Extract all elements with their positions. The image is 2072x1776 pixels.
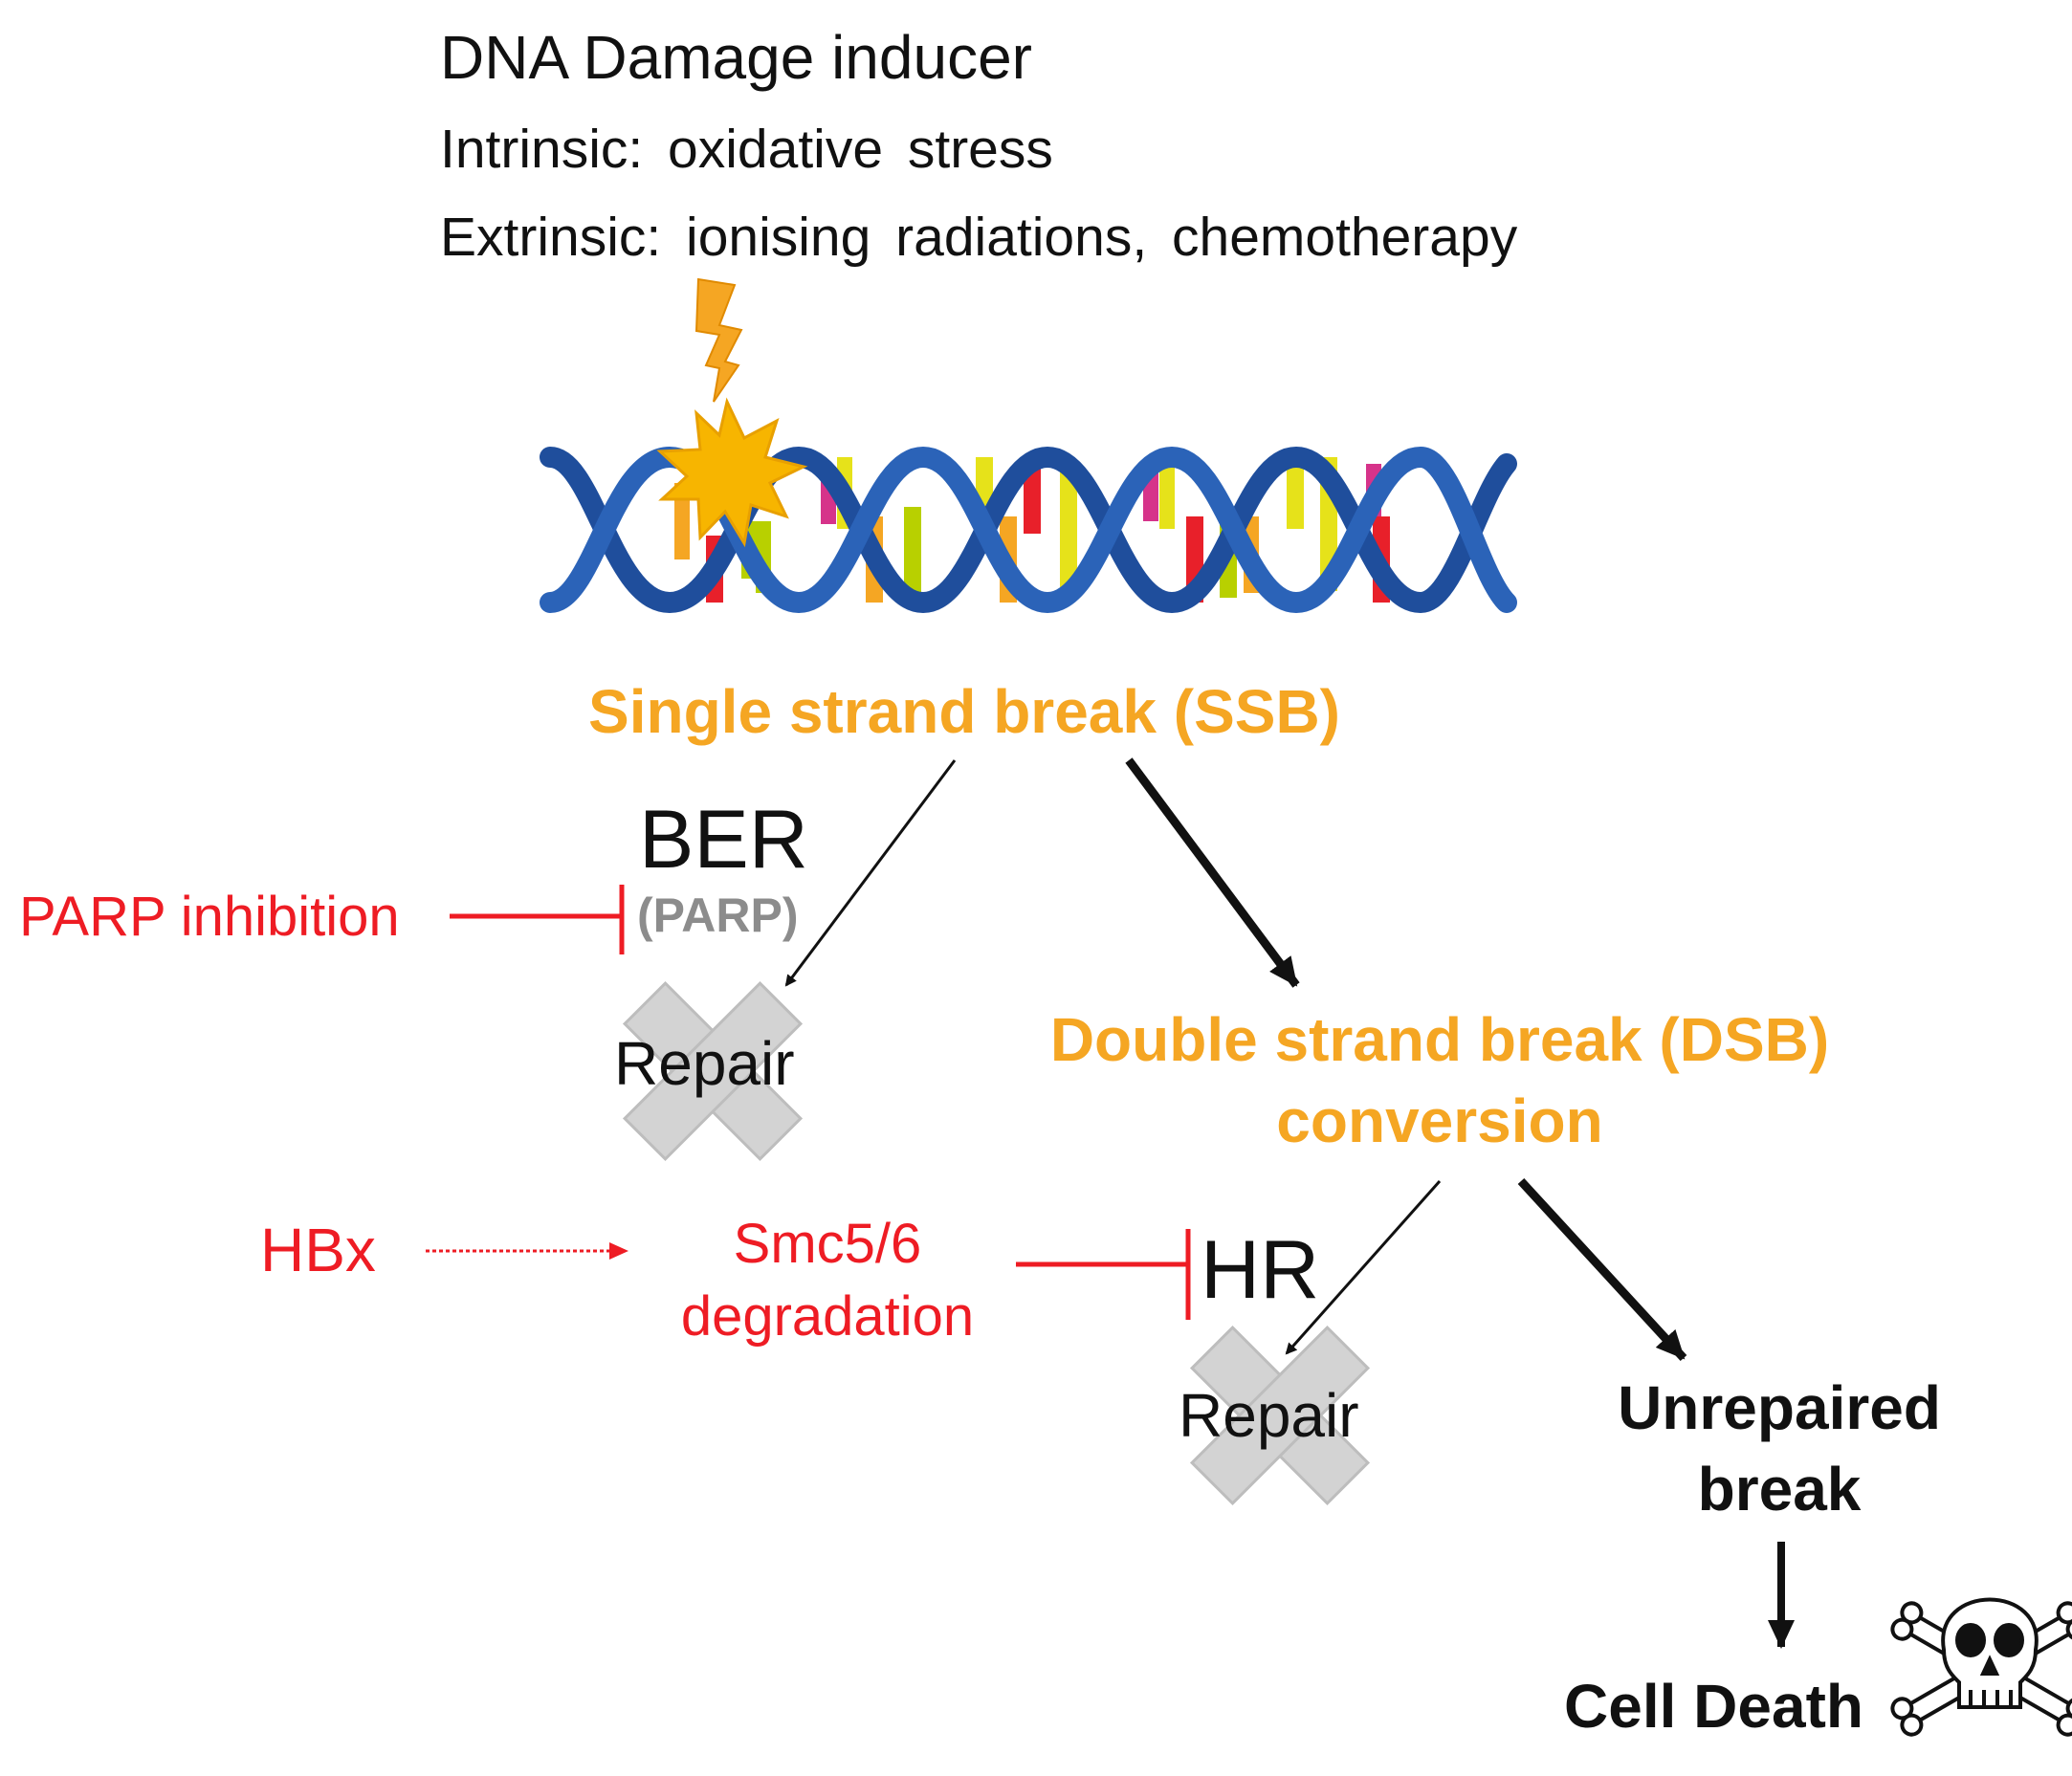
damage-inducer-title: DNA Damage inducer: [440, 23, 1032, 92]
hr-label: HR: [1201, 1224, 1320, 1316]
arrow-dsb-to-repair: [1285, 1180, 1442, 1355]
repair-ber-label: Repair: [614, 1029, 795, 1098]
intrinsic-label: Intrinsic: oxidative stress: [440, 119, 1053, 180]
extrinsic-label: Extrinsic: ionising radiations, chemothe…: [440, 207, 1518, 268]
parp-inhibition-bar: [450, 885, 625, 954]
dsb-label-line1: Double strand break (DSB): [1049, 1005, 1830, 1074]
hbx-label: HBx: [260, 1216, 376, 1284]
arrow-ssb-to-dsb: [1125, 757, 1300, 988]
skull-crossbones-icon: [1890, 1597, 2072, 1737]
dsb-label-line2: conversion: [1276, 1086, 1603, 1155]
arrow-dsb-to-unrepaired: [1517, 1177, 1687, 1362]
unrepaired-label-line2: break: [1697, 1455, 1862, 1524]
ber-label: BER: [639, 794, 808, 886]
ssb-label: Single strand break (SSB): [588, 677, 1340, 746]
repair-hr-label: Repair: [1179, 1381, 1359, 1450]
smc-label-line1: Smc5/6: [733, 1213, 922, 1275]
unrepaired-label-line1: Unrepaired: [1618, 1373, 1941, 1442]
parp-label: (PARP): [637, 888, 799, 942]
dna-helix-icon: [540, 446, 1517, 614]
hr-inhibition-bar: [1016, 1229, 1191, 1320]
lightning-icon: [694, 277, 743, 403]
cross-icon-ber: [622, 980, 804, 1162]
parp-inhibition-label: PARP inhibition: [19, 886, 400, 948]
cross-icon-hr: [1189, 1325, 1371, 1506]
arrow-ssb-to-repair: [784, 759, 957, 987]
smc-label-line2: degradation: [680, 1285, 975, 1348]
cell-death-label: Cell Death: [1564, 1672, 1863, 1741]
explosion-icon: [656, 397, 808, 548]
